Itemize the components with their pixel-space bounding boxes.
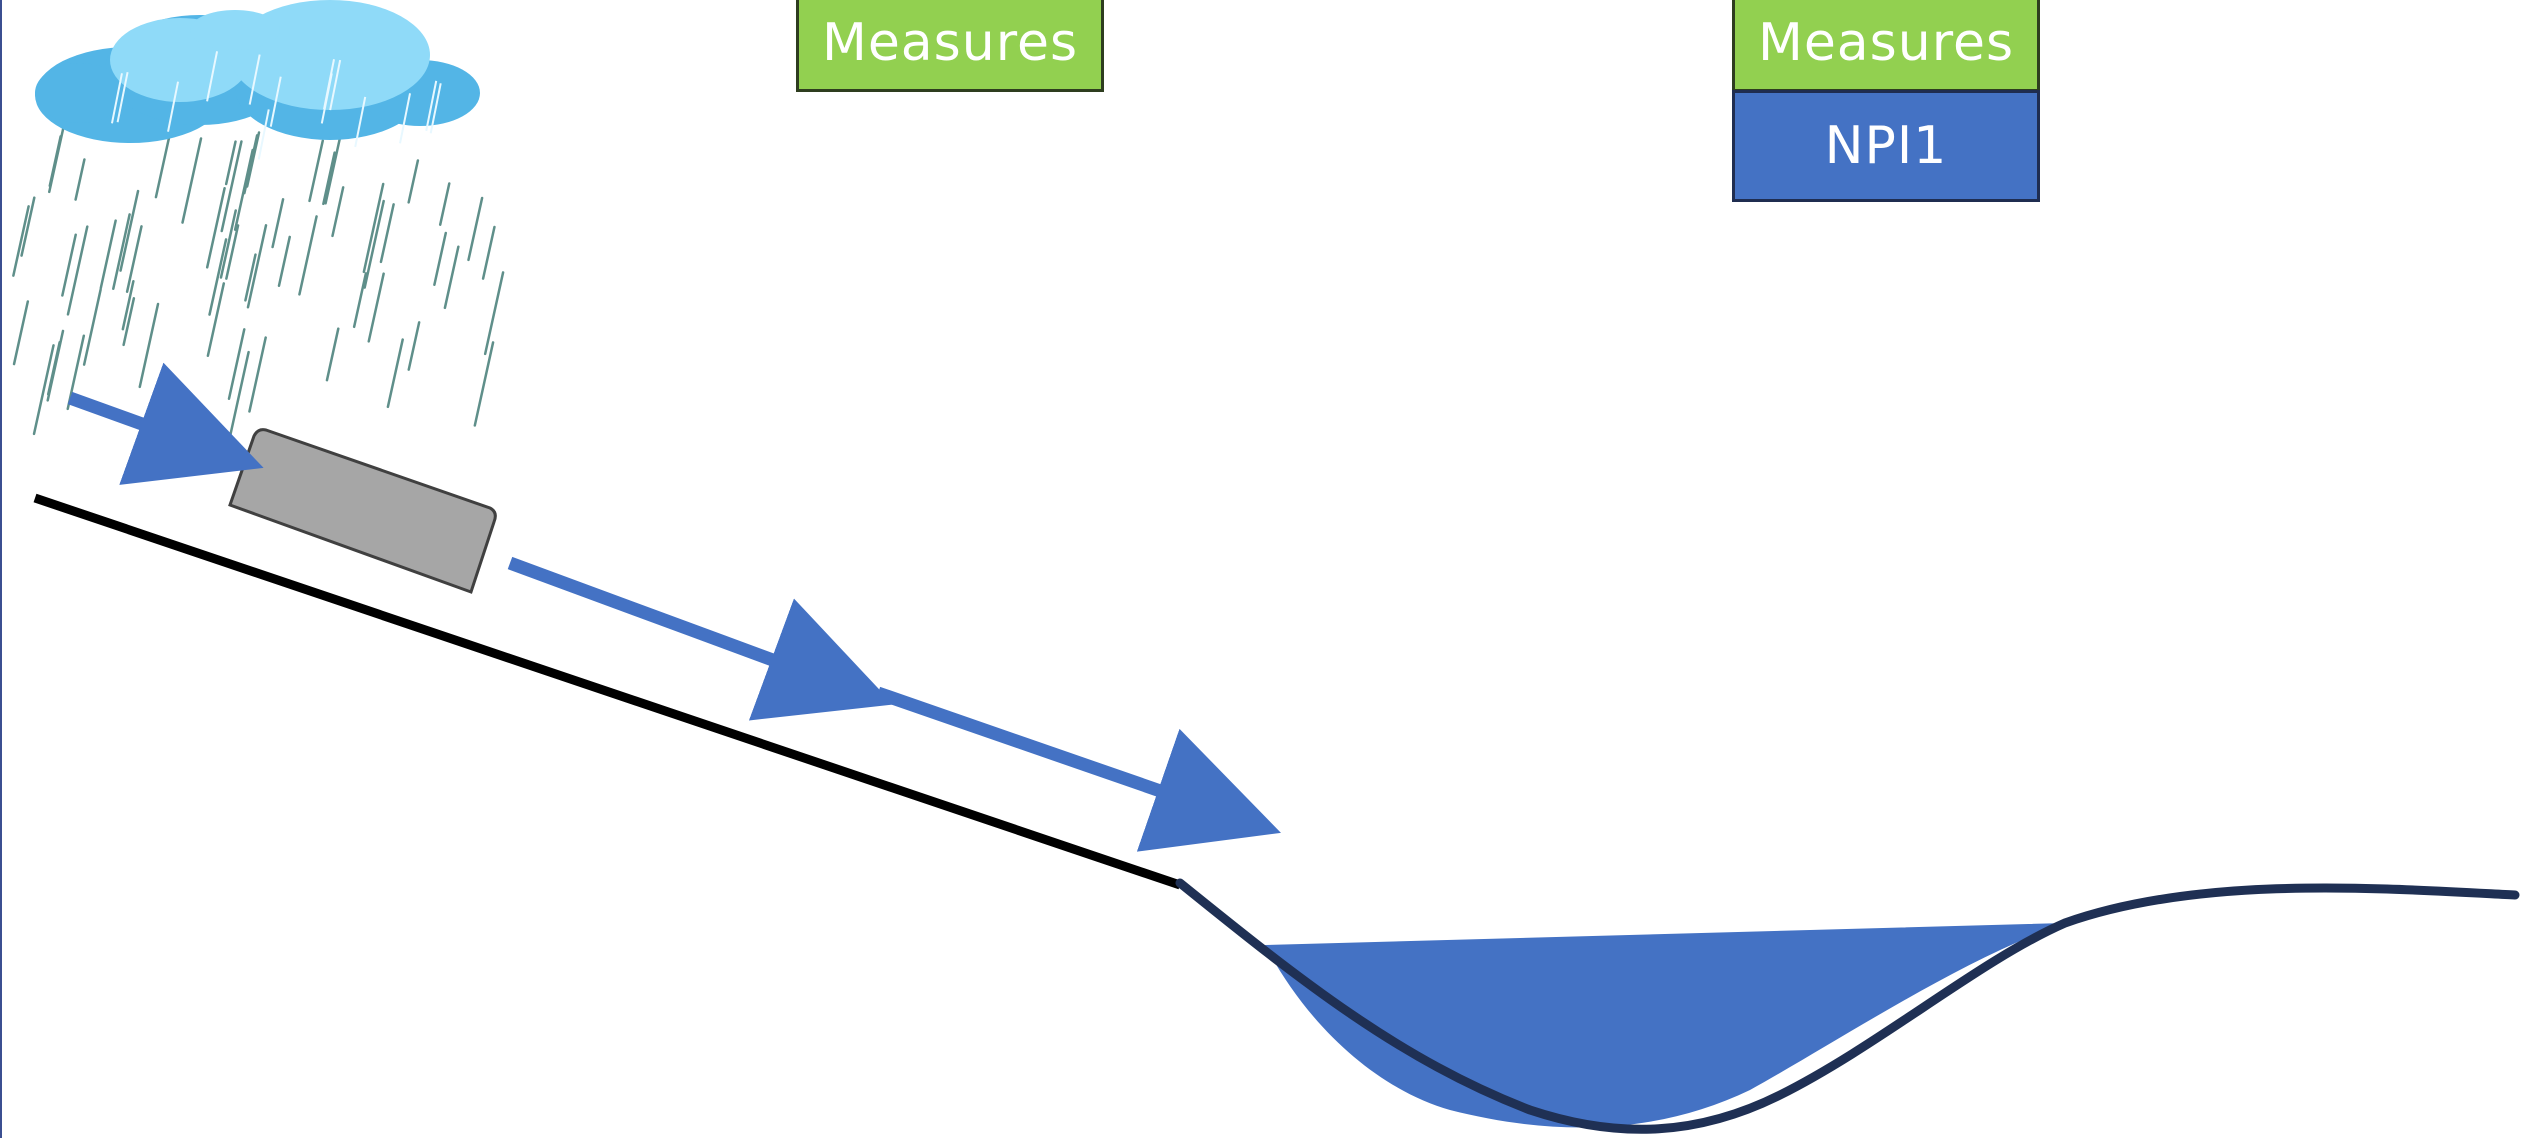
raindrop bbox=[208, 238, 228, 316]
raindrop bbox=[66, 225, 89, 316]
raindrop bbox=[407, 321, 421, 371]
raindrop bbox=[138, 302, 160, 389]
raindrop bbox=[219, 209, 237, 279]
raindrop bbox=[32, 344, 55, 436]
raindrop bbox=[205, 187, 226, 269]
cloud-streak bbox=[425, 80, 438, 132]
raindrop bbox=[277, 235, 291, 288]
rain-streaks bbox=[12, 123, 505, 438]
raindrop bbox=[48, 135, 62, 187]
cloud-streak bbox=[257, 109, 270, 160]
rain-cloud-icon bbox=[35, 0, 480, 160]
valley-ground-line bbox=[1175, 878, 2520, 1134]
measures-label: Measures bbox=[1757, 13, 2015, 73]
raindrop bbox=[122, 297, 136, 347]
cloud-streak bbox=[429, 83, 442, 134]
cloud-streak bbox=[110, 73, 123, 124]
runoff-arrow-3 bbox=[875, 686, 1281, 852]
raindrop bbox=[433, 231, 448, 287]
raindrop bbox=[271, 198, 285, 249]
raindrop bbox=[206, 282, 226, 358]
raindrop bbox=[438, 182, 451, 226]
raindrop bbox=[61, 233, 77, 297]
raindrop bbox=[308, 139, 325, 203]
raindrop bbox=[407, 159, 420, 204]
raindrop bbox=[322, 151, 336, 206]
raindrop bbox=[473, 341, 495, 427]
raindrop bbox=[224, 140, 237, 186]
cloud-streak bbox=[167, 81, 180, 132]
raindrop bbox=[298, 215, 318, 296]
raindrop bbox=[367, 272, 385, 343]
raindrop bbox=[386, 338, 404, 409]
runoff-arrow-1 bbox=[67, 362, 264, 485]
raindrop bbox=[181, 137, 203, 224]
water-body bbox=[1265, 923, 2065, 1128]
raindrop bbox=[379, 203, 395, 264]
raindrop bbox=[331, 186, 345, 238]
measures-label: Measures bbox=[821, 13, 1079, 73]
raindrop bbox=[12, 205, 30, 277]
measures-label-box: Measures bbox=[1732, 0, 2040, 92]
cloud-streak bbox=[354, 96, 367, 148]
cloud-streak bbox=[248, 54, 261, 105]
raindrop bbox=[325, 327, 340, 382]
raindrop bbox=[362, 182, 385, 274]
raindrop bbox=[227, 328, 246, 400]
raindrop bbox=[225, 224, 240, 280]
cloud-streak bbox=[206, 51, 219, 102]
cloud-streak bbox=[329, 59, 342, 111]
raindrop bbox=[228, 350, 250, 438]
raindrop bbox=[483, 271, 505, 356]
cloud-streak bbox=[399, 93, 412, 144]
raindrop bbox=[46, 341, 61, 396]
raindrop bbox=[443, 245, 460, 310]
raindrop bbox=[112, 213, 131, 290]
raindrop bbox=[121, 280, 135, 331]
raindrop bbox=[248, 336, 267, 413]
raindrop bbox=[99, 219, 117, 290]
hillslope-line bbox=[33, 493, 1182, 890]
raindrop bbox=[324, 137, 342, 205]
raindrop bbox=[20, 196, 36, 257]
raindrop bbox=[363, 199, 385, 289]
npi-label: NPI1 bbox=[1824, 116, 1948, 176]
cloud-streak bbox=[116, 71, 129, 123]
runoff-arrow-2 bbox=[507, 556, 894, 721]
raindrop bbox=[244, 253, 257, 302]
raindrop bbox=[12, 300, 30, 366]
raindrop bbox=[246, 224, 268, 309]
raindrop bbox=[220, 140, 243, 233]
raindrop bbox=[74, 158, 86, 201]
raindrop bbox=[481, 225, 496, 280]
left-edge-rule bbox=[0, 0, 2, 1138]
npi-label-box: NPI1 bbox=[1732, 90, 2040, 202]
raindrop bbox=[66, 334, 86, 411]
raindrop bbox=[119, 189, 140, 272]
raindrop bbox=[243, 134, 259, 195]
raindrop bbox=[352, 272, 368, 329]
raindrop bbox=[467, 196, 484, 262]
measure-block bbox=[228, 428, 497, 594]
raindrop bbox=[125, 225, 143, 293]
measures-label-box: Measures bbox=[796, 0, 1104, 92]
cloud-streak bbox=[269, 76, 282, 127]
raindrop bbox=[82, 288, 102, 366]
cloud-streak bbox=[323, 59, 335, 110]
